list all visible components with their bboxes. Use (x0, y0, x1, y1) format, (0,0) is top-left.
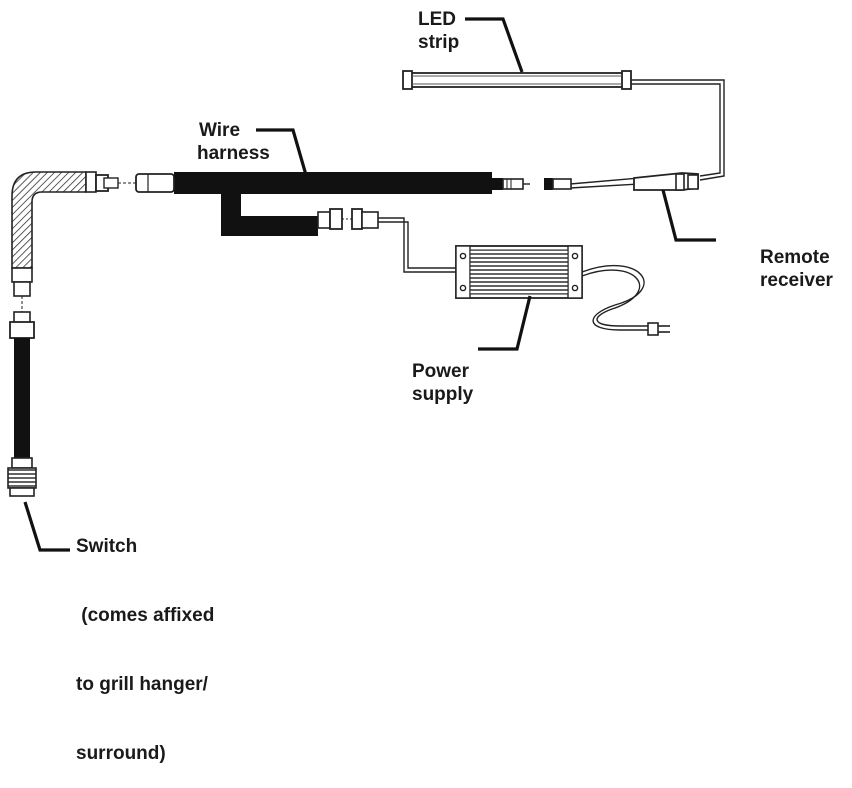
wire-harness (118, 172, 492, 236)
leader-wire-harness (256, 128, 308, 176)
label-wire-harness-line1: Wire (199, 120, 241, 141)
leader-switch (23, 501, 70, 552)
leader-power-supply (478, 295, 532, 351)
leader-led-strip (465, 17, 524, 73)
label-led-strip-line1: LED (418, 9, 456, 30)
switch (7, 457, 37, 497)
label-wire-harness: Wire harness (197, 119, 270, 165)
power-supply-wire (378, 217, 456, 273)
label-power-supply-line2: supply (412, 384, 474, 405)
conduit-elbow (11, 171, 119, 312)
led-strip-wire (631, 79, 725, 181)
label-remote-receiver: Remote receiver (760, 246, 833, 292)
leader-remote-receiver (661, 189, 716, 242)
label-led-strip: LED strip (418, 8, 459, 54)
remote-receiver (569, 172, 699, 191)
label-power-supply-line1: Power (412, 361, 470, 382)
label-switch-line4: surround) (76, 743, 166, 764)
label-led-strip-line2: strip (418, 32, 460, 53)
label-remote-receiver-line1: Remote (760, 247, 830, 268)
label-switch-line2: (comes affixed (76, 605, 215, 626)
label-switch: Switch (comes affixed to grill hanger/ s… (76, 489, 214, 788)
power-supply (455, 245, 670, 336)
label-power-supply: Power supply (412, 360, 473, 406)
led-strip (402, 70, 632, 90)
label-switch-line1: Switch (76, 536, 138, 557)
label-switch-line3: to grill hanger/ (76, 674, 208, 695)
label-wire-harness-line2: harness (197, 143, 270, 164)
harness-output-connector (492, 178, 530, 190)
receiver-input-connector (544, 178, 572, 190)
switch-harness (9, 311, 35, 458)
label-remote-receiver-line2: receiver (760, 270, 833, 291)
wiring-diagram (7, 17, 725, 552)
